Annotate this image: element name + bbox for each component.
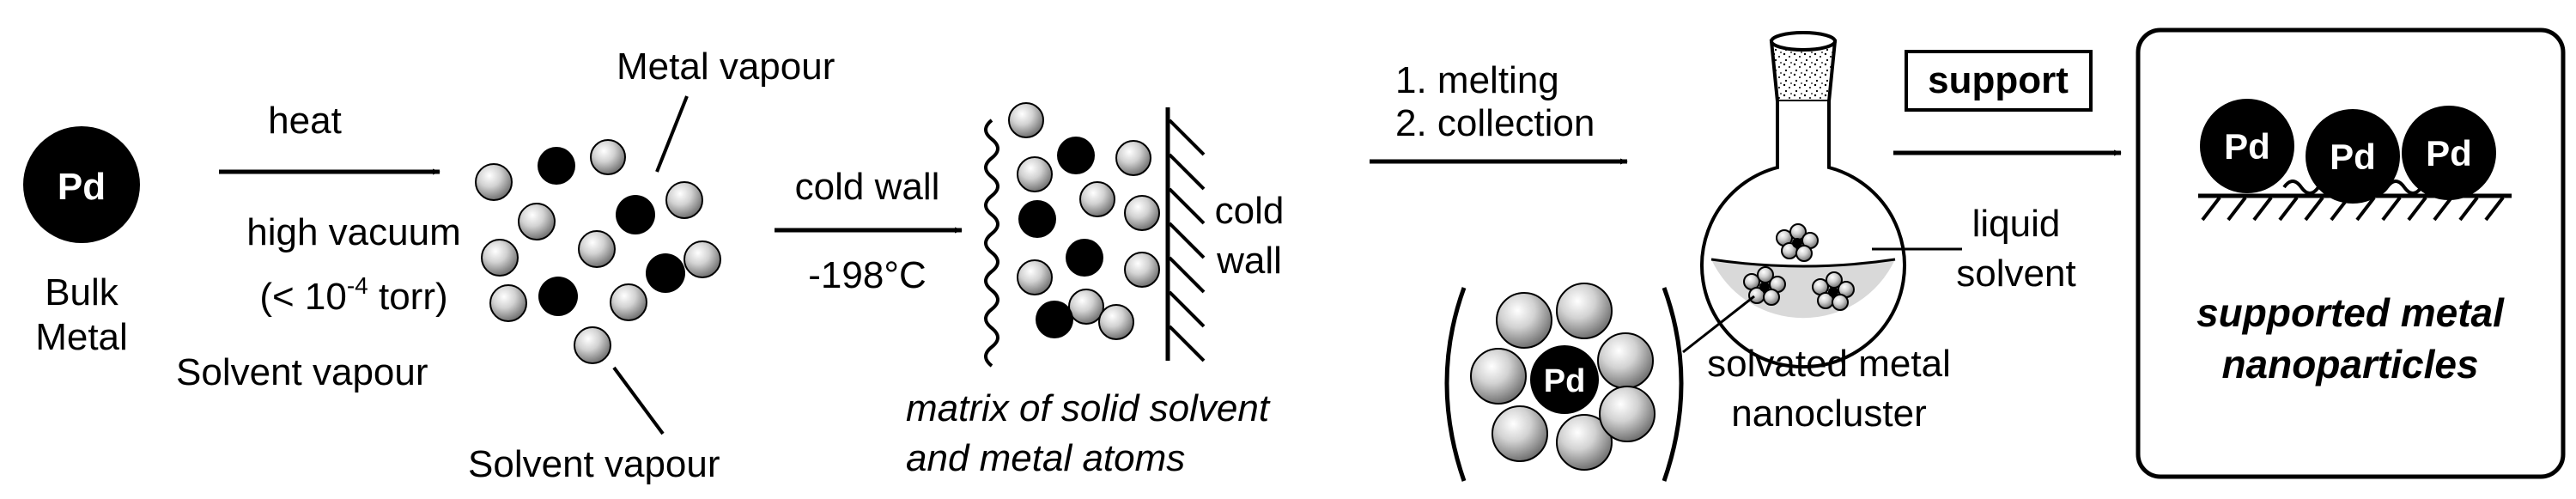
solvated-label-line1: solvated metal [1707,343,1951,385]
flask-cluster [1812,271,1855,311]
result-label-line1: supported metal [2196,290,2505,335]
vapour-particles [475,139,721,364]
nanocluster-pointer [1682,295,1755,354]
step3-collection-label: 2. collection [1395,102,1595,144]
liquid-label-line2: solvent [1956,253,2075,295]
result-box [2136,27,2566,479]
bulk-label-line1: Bulk [45,271,119,313]
cold-wall-label-line1: cold [1215,190,1285,232]
metal-particle [1036,301,1073,338]
liquid-surface [1710,258,1896,268]
solvated-cluster-group: Pd solvated metal nanocluster [1444,283,1951,482]
matrix-group: cold wall matrix of solid solvent and me… [906,102,1285,479]
solvent-sphere [1556,283,1613,339]
solvent-sphere [1470,348,1527,405]
stabilizer-wave [2282,180,2458,195]
bulk-metal-group: Pd Bulk Metal [23,126,140,358]
cold-wall-label-line2: wall [1216,240,1282,282]
solvent-vapour-pointer [612,366,665,435]
step1-group: heat high vacuum (< 10-4 torr) Solvent v… [176,46,835,485]
vacuum-label-line1: high vacuum [246,211,460,253]
solid-solvent-wavy-edge [984,119,999,368]
solvent-particle [590,139,626,175]
solvent-particle [1068,289,1104,325]
solvent-particle [475,163,513,201]
supported-atom-label: Pd [2224,126,2270,167]
flask-cluster [1776,223,1819,262]
matrix-caption-line2: and metal atoms [906,437,1185,479]
solvent-vapour-left-label: Solvent vapour [176,351,428,393]
step3-melting-label: 1. melting [1395,59,1559,101]
solvent-sphere [1492,405,1548,462]
metal-vapour-pointer [655,95,689,173]
bulk-atom-label: Pd [58,166,106,208]
metal-particle [538,147,575,185]
solvent-particle [1017,259,1053,295]
result-label-line2: nanoparticles [2221,342,2478,386]
metal-particle [1066,239,1103,277]
solvent-vapour-bottom-label: Solvent vapour [468,443,720,485]
supported-atom-label: Pd [2426,133,2472,173]
bulk-label-line2: Metal [35,316,128,358]
supported-pd-atom [2402,106,2496,200]
temperature-label: -198°C [808,254,926,296]
solvent-particle [1017,156,1053,192]
flask-stopper-top [1770,31,1837,52]
step3-group: 1. melting 2. collection [1370,59,1628,165]
solvent-sphere [1597,332,1654,389]
solvent-particle [683,240,721,278]
metal-particle [1057,137,1095,174]
metal-particle [646,253,685,293]
solvent-sphere [1496,292,1552,349]
solvent-particle [489,284,527,322]
solvent-particle [665,181,703,219]
support-box [1905,50,2093,112]
metal-particle [1018,200,1056,238]
support-hatching [2201,196,2505,222]
solvent-particle [1098,304,1134,340]
step2-group: cold wall -198°C [775,166,963,296]
flask-group: liquid solvent [1682,31,2076,369]
cluster-atom-label: Pd [1544,363,1586,399]
solvated-label-line2: nanocluster [1731,393,1926,435]
result-group: Pd Pd Pd supported metal nanoparticles [2136,27,2566,479]
solvent-sphere [1599,386,1656,442]
solvent-sphere [1556,414,1613,471]
bulk-pd-atom [23,126,140,243]
metal-vapour-label: Metal vapour [617,46,835,88]
solvent-particle [1124,195,1160,231]
solvent-particle [1115,140,1151,176]
solvent-particle [574,326,611,364]
solvent-particle [1079,181,1115,217]
cold-wall-arrow-label: cold wall [795,166,940,208]
flask-cluster [1743,266,1786,306]
metal-particle [616,195,655,234]
liquid-label-line1: liquid [1972,203,2061,245]
support-label: support [1928,59,2069,101]
solvent-particle [610,283,647,321]
cluster-pd-atom [1530,345,1599,414]
left-bracket [1444,287,1467,482]
metal-particle [538,277,578,316]
heat-label: heat [268,100,342,142]
solvent-particle [518,203,556,240]
solvent-particle [481,239,519,277]
vacuum-label-line2: (< 10-4 torr) [259,272,447,318]
solvent-particle [1008,102,1044,138]
step4-group: support [1893,50,2122,156]
supported-atom-label: Pd [2330,137,2376,177]
solvent-particle [1124,252,1160,288]
cold-wall-hatching [1168,119,1206,362]
supported-pd-atom [2200,99,2294,193]
right-bracket [1662,287,1684,482]
solvent-particle [578,230,616,268]
matrix-caption-line1: matrix of solid solvent [906,387,1271,429]
